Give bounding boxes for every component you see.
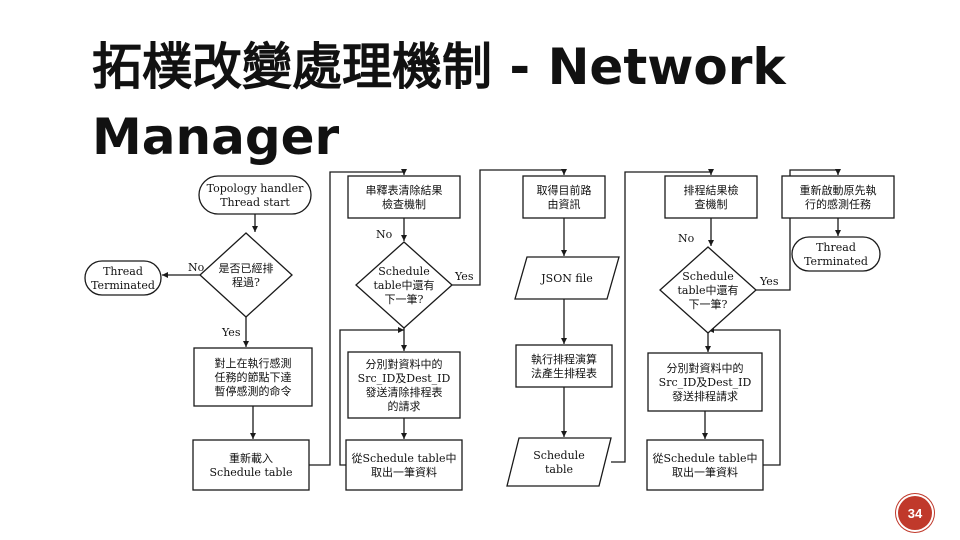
send-req-label-line: 分別對資料中的 [667,361,744,375]
arrow-check-yes-to-pause-head [243,341,249,347]
arrow-restart-to-terminated-head [835,230,841,236]
algo-box [515,344,613,388]
pause-label-line: 對上在執行感測 [215,356,292,370]
arrow-pause-to-reload-head [250,433,256,439]
restart-label-line: 重新啟動原先執 [800,183,877,197]
more2-label-line: 下一筆? [689,297,728,311]
edge-label-more2-yes: Yes [759,275,779,288]
send-clear-label-line: 分別對資料中的 [366,357,443,371]
take2-label-line: 從Schedule table中 [653,452,758,465]
check-label-line: 程過? [232,276,260,289]
arrow-schedule-to-result-check-head [708,169,714,175]
slide-title-line1: 拓樸改變處理機制 - Network [92,38,786,96]
reload-label-line: Schedule table [210,466,293,479]
arrow-route-to-json-head [561,250,567,256]
release-box [347,175,461,219]
send-clear-label-line: 的請求 [388,399,421,413]
more2-label-line: table中還有 [677,283,738,297]
arrow-send-clear-to-take1-head [401,433,407,439]
term1-label-line: Thread [103,265,143,278]
arrow-take1-loop-to-more1-head [398,327,404,333]
sched-data-shape [506,437,612,487]
term2-label-line: Terminated [804,255,868,268]
more1-label-line: table中還有 [373,278,434,292]
result-label-line: 查機制 [695,197,728,211]
term1-label-line: Terminated [91,279,155,292]
check-label-line: 是否已經排 [219,261,274,275]
arrow-more1-yes-to-send-clear-head [401,345,407,351]
send-clear-label-line: Src_ID及Dest_ID [358,372,451,385]
pause-label-line: 任務的節點下達 [215,370,292,384]
edge-label-check-yes: Yes [221,326,241,339]
more2-label-line: Schedule [682,270,733,283]
arrow-more1-no-to-route-head [561,169,567,175]
send-req-label-line: Src_ID及Dest_ID [659,376,752,389]
send-req-label-line: 發送排程請求 [672,389,738,403]
arrow-check-no-to-terminated-head [162,272,168,278]
arrow-algo-to-schedule-head [561,431,567,437]
json-data-shape [514,256,620,300]
term2-label-line: Thread [816,241,856,254]
send-clear-label-line: 發送清除排程表 [366,385,443,399]
restart-label-line: 行的感測任務 [805,197,871,211]
more2-decision [659,246,757,334]
slide-title-line2: Manager [92,108,340,166]
pause-label-line: 暫停感測的命令 [215,384,292,398]
pause-box [193,347,313,407]
take1-label-line: 從Schedule table中 [352,452,457,465]
more1-label-line: 下一筆? [385,292,424,306]
arrow-more2-no-to-restart-head [835,169,841,175]
edge-label-more1-no: No [376,228,393,241]
take2-label-line: 取出一筆資料 [672,465,738,479]
take1-label-line: 取出一筆資料 [371,465,437,479]
arrow-result-to-more2-head [708,240,714,246]
start-label-line: Thread start [220,196,290,209]
send-clear-box [347,351,461,419]
arrow-json-to-algo-head [561,338,567,344]
json-label-line: JSON file [540,272,592,285]
reload-box [192,439,310,491]
send-req-box [647,352,763,412]
route-label-line: 取得目前路 [537,183,592,197]
sched-label-line: table [545,463,573,476]
arrow-take1-loop-to-more1 [339,329,404,466]
start-terminator [198,175,312,215]
arrow-release-to-more1-head [401,235,407,241]
edge-label-more2-no: No [678,232,695,245]
arrow-start-to-check-head [252,226,258,232]
release-label-line: 檢查機制 [382,197,426,211]
edge-label-check-no: No [188,261,205,274]
arrow-more2-yes-to-send-req-head [705,346,711,352]
start-label-line: Topology handler [207,182,304,195]
more1-decision [355,241,453,329]
take1-box [345,439,463,491]
arrow-reload-to-release-check-head [401,169,407,175]
more1-label-line: Schedule [378,265,429,278]
result-label-line: 排程結果檢 [684,183,739,197]
edge-label-more1-yes: Yes [454,270,474,283]
restart-box [781,175,895,219]
take2-box [646,439,764,491]
page-number-badge: 34 [898,496,932,530]
term2-terminator [791,236,881,272]
release-label-line: 串釋表清除結果 [366,183,443,197]
arrow-take2-loop-to-more2 [708,329,781,466]
algo-label-line: 法產生排程表 [531,366,597,380]
route-box [522,175,606,219]
result-box [664,175,758,219]
term1-terminator [84,260,162,296]
sched-label-line: Schedule [533,449,584,462]
arrow-send-req-to-take2-head [702,433,708,439]
check-decision [199,232,293,318]
reload-label-line: 重新載入 [229,451,273,465]
route-label-line: 由資訊 [548,197,581,211]
algo-label-line: 執行排程演算 [531,352,597,366]
